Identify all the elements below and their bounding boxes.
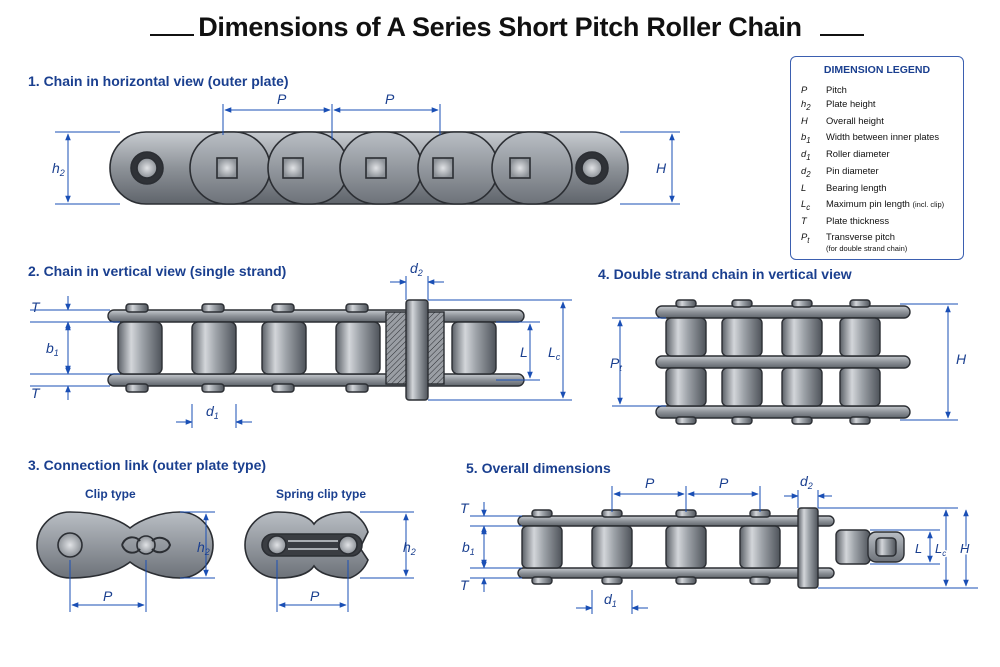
dimensions-section-5 — [470, 486, 978, 614]
label-pitch: P — [103, 588, 113, 604]
vertical-chain-view — [107, 299, 525, 401]
label-plate-thickness: T — [31, 385, 41, 401]
pin-end — [130, 151, 609, 185]
horizontal-chain-view — [109, 131, 629, 205]
legend-title: DIMENSION LEGEND — [823, 64, 931, 76]
label-pin-diameter: d2 — [800, 473, 813, 491]
section-4-heading: 4. Double strand chain in vertical view — [598, 266, 852, 282]
overall-chain-view — [517, 507, 905, 589]
section-1-heading: 1. Chain in horizontal view (outer plate… — [28, 73, 289, 89]
dimensions-section-2 — [30, 276, 572, 428]
label-plate-thickness: T — [460, 577, 470, 593]
label-pitch: P — [719, 475, 729, 491]
label-pitch: P — [385, 91, 395, 107]
label-bearing-length: L — [520, 344, 528, 360]
label-max-pin-length: Lc — [548, 344, 561, 362]
label-roller-diameter: d1 — [604, 591, 617, 609]
label-max-pin-length: Lc — [935, 541, 946, 558]
title-wrap: Dimensions of A Series Short Pitch Rolle… — [0, 12, 1000, 43]
title-rule-left — [150, 34, 194, 36]
clip-type-label: Clip type — [85, 487, 136, 501]
label-plate-thickness: T — [460, 500, 470, 516]
label-transverse-pitch: Pt — [610, 355, 622, 373]
spring-clip-type-link — [244, 511, 369, 579]
pin — [675, 299, 871, 425]
label-plate-height: h2 — [403, 539, 416, 557]
title-rule-right — [820, 34, 864, 36]
label-overall-height: H — [960, 541, 970, 556]
label-plate-height: h2 — [197, 539, 210, 557]
roller-disc — [216, 157, 531, 179]
page-title: Dimensions of A Series Short Pitch Rolle… — [198, 12, 802, 42]
label-bearing-length: L — [915, 541, 922, 556]
spring-clip-type-label: Spring clip type — [276, 487, 367, 501]
dimensions-section-3 — [69, 511, 414, 612]
dimensions-section-1 — [55, 104, 680, 205]
section-3-heading: 3. Connection link (outer plate type) — [28, 457, 267, 473]
label-pitch: P — [277, 91, 287, 107]
section-5-heading: 5. Overall dimensions — [466, 460, 611, 476]
label-overall-height: H — [956, 351, 967, 367]
dimensions-section-4 — [612, 303, 958, 421]
label-pin-diameter: d2 — [410, 260, 423, 278]
legend-row-note: (for double strand chain) — [826, 244, 908, 253]
section-2-heading: 2. Chain in vertical view (single strand… — [28, 263, 287, 279]
roller — [521, 525, 871, 569]
connecting-pin — [405, 299, 429, 401]
connecting-pin — [797, 507, 819, 589]
label-inner-width: b1 — [462, 539, 475, 557]
label-plate-thickness: T — [31, 299, 41, 315]
pin — [125, 303, 369, 393]
label-plate-height: h2 — [52, 160, 65, 178]
roller — [117, 321, 497, 375]
label-overall-height: H — [656, 160, 667, 176]
roller — [665, 317, 881, 407]
label-inner-width: b1 — [46, 340, 59, 358]
clip-type-link — [36, 511, 214, 579]
label-roller-diameter: d1 — [206, 403, 219, 421]
label-pitch: P — [310, 588, 320, 604]
double-strand-view — [655, 299, 911, 425]
label-pitch: P — [645, 475, 655, 491]
